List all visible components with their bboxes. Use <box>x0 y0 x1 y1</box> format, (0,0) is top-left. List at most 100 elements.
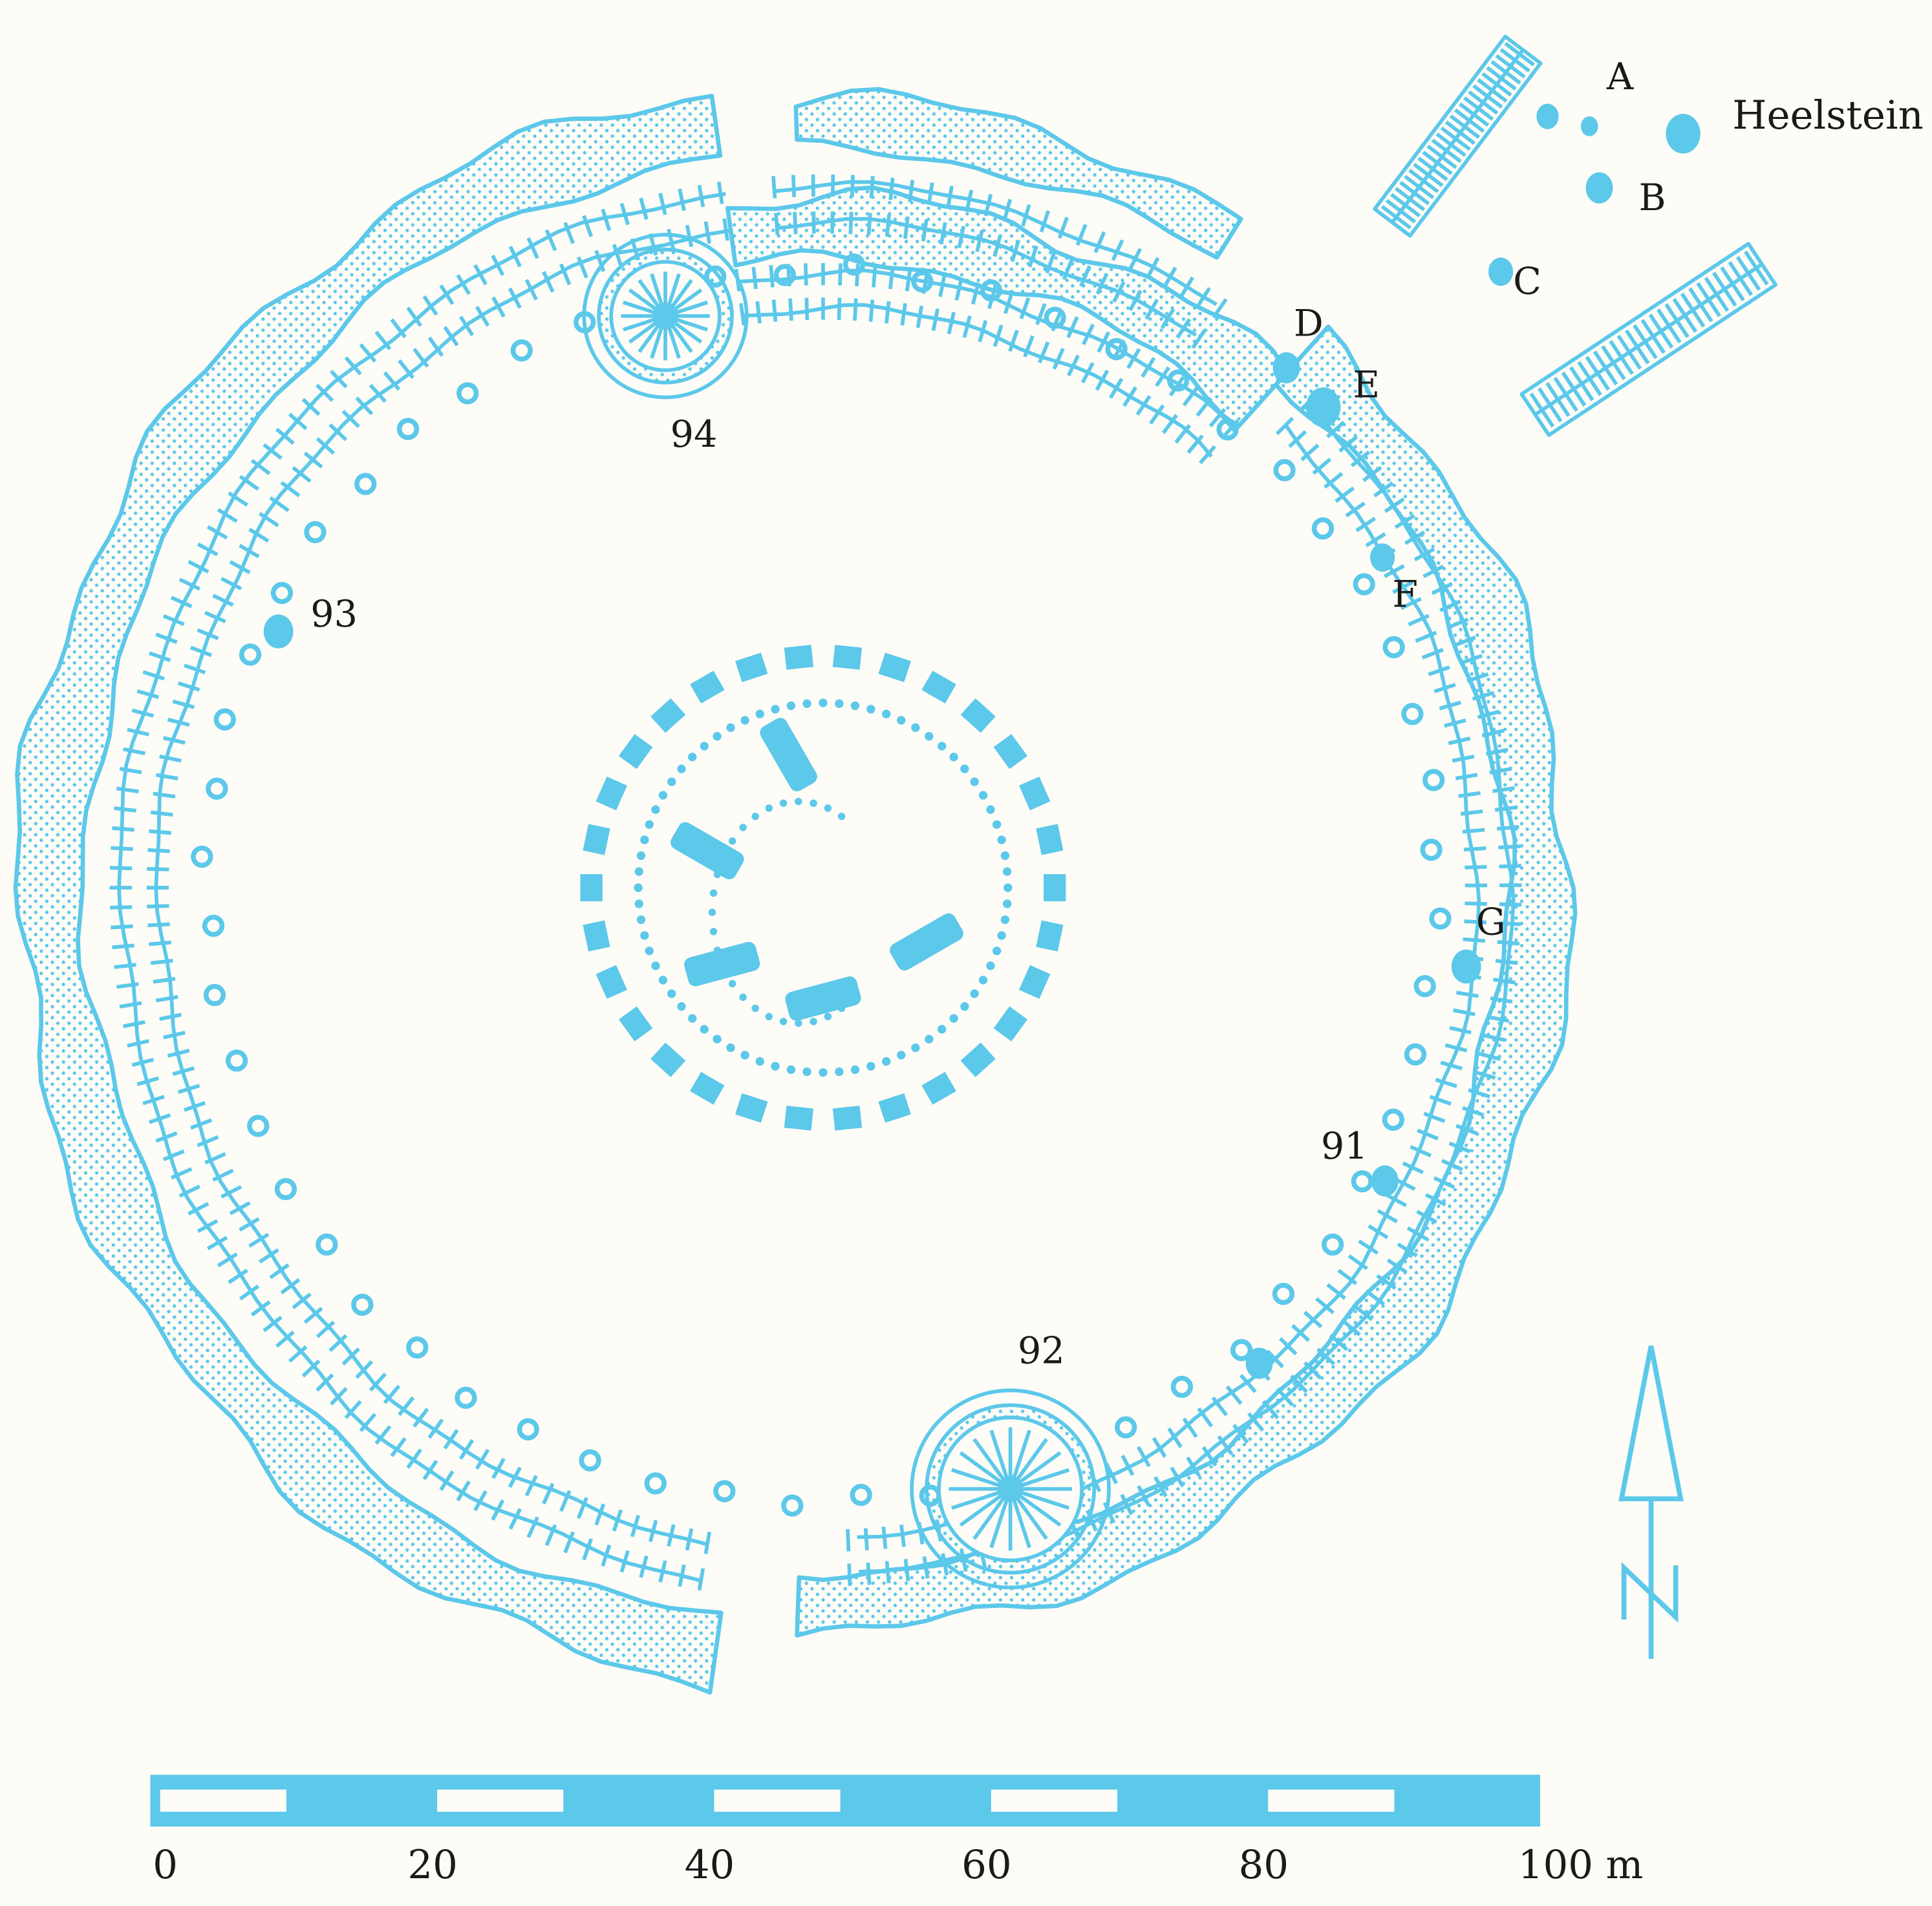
bluestone <box>634 899 643 908</box>
stone-93 <box>263 614 294 648</box>
sarsen-stone <box>596 776 627 811</box>
aubrey-hole <box>517 1418 539 1440</box>
aubrey-hole <box>850 1483 872 1506</box>
bluestone-inner <box>728 980 736 988</box>
scale-tick-label: 20 <box>407 1842 458 1888</box>
bluestone <box>688 1014 697 1023</box>
bluestone <box>937 742 947 751</box>
label-b: B <box>1638 177 1666 219</box>
outer-bank <box>13 87 1578 1695</box>
bluestone <box>658 791 668 800</box>
bluestone <box>634 867 643 876</box>
stone-g <box>1451 949 1481 984</box>
bluestone <box>997 931 1006 940</box>
barrows <box>582 233 1111 1590</box>
aubrey-hole <box>1420 839 1443 861</box>
bluestone <box>688 753 697 762</box>
bluestone <box>911 1043 920 1053</box>
bluestone <box>986 805 995 814</box>
stone-c <box>1488 257 1514 286</box>
bluestone <box>786 701 796 711</box>
bluestone <box>978 976 988 985</box>
bluestone <box>949 753 958 762</box>
label-g: G <box>1476 901 1506 943</box>
aubrey-hole <box>1429 907 1452 930</box>
aubrey-hole <box>1115 1416 1137 1439</box>
bluestone-inner <box>795 797 802 806</box>
aubrey-hole <box>225 1049 248 1072</box>
barrow-92 <box>910 1388 1111 1590</box>
label-91: 91 <box>1321 1125 1368 1168</box>
label-c: C <box>1513 260 1541 303</box>
bluestone-inner <box>795 1019 802 1027</box>
aubrey-hole <box>1382 1108 1405 1131</box>
bluestone-inner <box>720 853 728 861</box>
sarsen-stone <box>650 698 686 733</box>
bluestone <box>700 1025 709 1034</box>
label-93: 93 <box>310 593 358 636</box>
aubrey-hole <box>644 1472 667 1495</box>
aubrey-hole <box>351 1293 374 1316</box>
aubrey-hole <box>202 914 225 937</box>
bluestone <box>819 698 828 707</box>
trilithon <box>671 822 744 880</box>
bluestone <box>925 732 934 741</box>
aubrey-hole <box>239 643 262 666</box>
bluestone <box>949 1014 958 1023</box>
bluestone-inner <box>779 1018 788 1025</box>
label-e: E <box>1353 364 1380 407</box>
bluestone <box>1000 915 1010 925</box>
bluestone <box>677 764 686 773</box>
bluestone <box>850 701 860 711</box>
bluestone <box>726 1043 735 1053</box>
bluestone <box>911 723 920 733</box>
trilithon <box>890 913 963 971</box>
bluestone <box>645 947 654 956</box>
stone-d <box>1272 352 1300 383</box>
aubrey-hole <box>1401 703 1424 725</box>
scale-tick-label: 100 m <box>1518 1842 1644 1888</box>
sarsen-stone <box>650 1042 686 1077</box>
aubrey-hole <box>579 1449 601 1472</box>
stone-a2 <box>1580 116 1598 136</box>
bluestone <box>866 1062 875 1071</box>
aubrey-hole <box>1273 459 1296 482</box>
sarsen-stone <box>580 874 603 901</box>
label-d: D <box>1294 302 1324 345</box>
trilithon <box>684 941 760 987</box>
bluestone <box>960 1002 969 1011</box>
bank-east-south <box>795 324 1578 1638</box>
aubrey-hole <box>1413 975 1436 998</box>
scale-segment <box>991 1789 1118 1812</box>
avenue <box>1373 34 1777 437</box>
sarsen-stone <box>921 1071 956 1105</box>
bluestone <box>667 989 676 998</box>
bluestone <box>866 705 875 714</box>
bluestone <box>882 709 891 718</box>
bluestone <box>640 835 649 844</box>
aubrey-hole <box>911 270 934 293</box>
aubrey-hole <box>1272 1283 1295 1305</box>
scale-segment <box>160 1789 286 1812</box>
aubrey-hole <box>213 708 236 731</box>
sarsen-stone <box>878 1093 911 1123</box>
aubrey-hole <box>1044 306 1066 329</box>
aubrey-hole <box>843 253 866 276</box>
bluestone <box>740 716 749 725</box>
bluestone <box>925 1034 934 1044</box>
bluestone <box>667 777 676 786</box>
stone-a <box>1536 103 1559 129</box>
label-92: 92 <box>1018 1330 1065 1373</box>
bluestone <box>755 709 764 718</box>
trilithon <box>760 718 817 791</box>
label-f: F <box>1392 573 1418 616</box>
bluestone-inner <box>720 964 728 972</box>
heelstein-stone <box>1666 114 1701 154</box>
aubrey-hole <box>781 1494 804 1517</box>
bluestone <box>819 1068 828 1077</box>
aubrey-hole <box>1170 1375 1194 1398</box>
sarsen-stone <box>618 734 653 769</box>
aubrey-hole <box>1422 769 1445 791</box>
